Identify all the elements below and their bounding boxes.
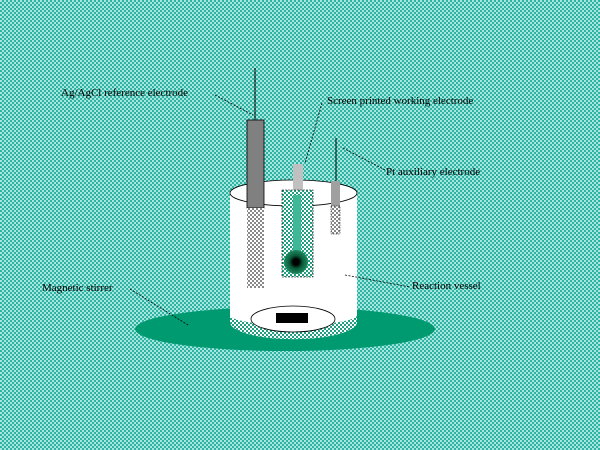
label-auxiliary-electrode: Pt auxiliary electrode — [386, 166, 480, 178]
reference-electrode — [246, 68, 265, 288]
auxiliary-electrode — [330, 138, 341, 235]
label-reference-electrode: Ag/AgCl reference electrode — [61, 87, 188, 99]
stir-bar — [276, 313, 308, 323]
working-electrode — [281, 164, 314, 278]
label-magnetic-stirrer: Magnetic stirrer — [42, 282, 113, 294]
label-working-electrode: Screen printed working electrode — [327, 95, 473, 107]
label-reaction-vessel: Reaction vessel — [412, 280, 481, 292]
